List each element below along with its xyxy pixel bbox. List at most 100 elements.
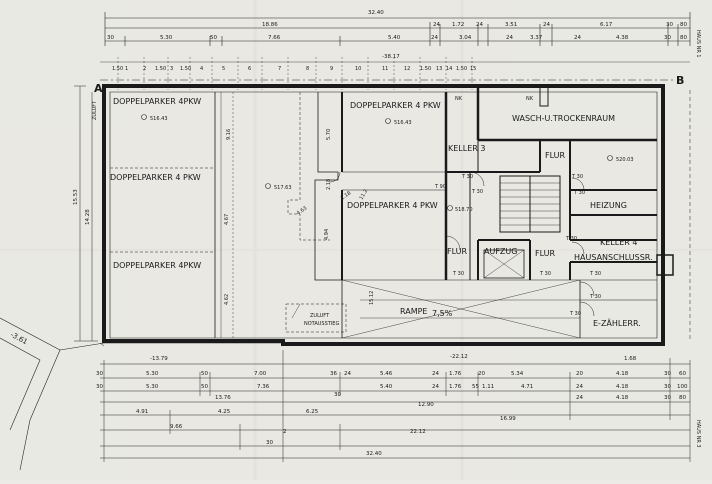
room-label-doppelparker-2: DOPPELPARKER 4 PKW — [350, 101, 441, 110]
room-label-heizung: HEIZUNG — [590, 201, 627, 210]
door-rating: T 30 — [539, 271, 551, 277]
grid-label: 1.50 — [180, 66, 191, 72]
dim-inner: 4.62 — [224, 294, 230, 305]
room-label-aufzug: AUFZUG — [484, 247, 517, 256]
elevation-marker — [141, 114, 147, 120]
dim-bottom-b2: 30 — [334, 392, 341, 398]
section-mark-a: A — [94, 82, 103, 95]
room-label-hausanschluss: HAUSANSCHLUSSR. — [574, 253, 653, 262]
dim-inner: 11.2 — [359, 188, 370, 201]
dim-bottom-b3: 80 — [679, 395, 686, 401]
dim-inner: 9.16 — [226, 129, 232, 140]
elevation-label: 518.70 — [455, 207, 473, 213]
grid-label: 1.50 — [112, 66, 123, 72]
dim-top-r2-i: 80 — [680, 22, 687, 28]
elevation-marker — [607, 155, 613, 161]
room-label-wasch-trockenraum: WASCH-U.TROCKENRAUM — [512, 114, 615, 123]
dim-bottom-b1: 1.76 — [449, 371, 462, 377]
dim-bottom-b1: 20 — [478, 371, 485, 377]
dim-top-r2-e: 3.51 — [505, 22, 517, 28]
dim-top-r3-f: 24 — [431, 35, 438, 41]
dim-top-r3-d: 7.66 — [268, 35, 281, 41]
door-rating: T 30 — [571, 174, 583, 180]
dim-top-r3-l: 30 — [664, 35, 671, 41]
dim-bottom-b1: 5.34 — [511, 371, 524, 377]
room-label-doppelparker-4: DOPPELPARKER 4 PKW — [347, 201, 438, 210]
elevation-label: 516.43 — [150, 116, 168, 122]
dim-top-r2-a: 18.86 — [262, 22, 278, 28]
elevator-shaft — [483, 249, 525, 279]
dim-bottom-b1: 24 — [432, 371, 439, 377]
grid-label: 14 — [446, 66, 452, 72]
room-label-keller-3: KELLER 3 — [448, 144, 485, 153]
grid-label: 1.50 — [456, 66, 467, 72]
elevation-label: 516.43 — [394, 120, 412, 126]
grid-label: 11 — [382, 66, 388, 72]
dim-bottom-b2: 1.11 — [482, 384, 494, 390]
door-rating: T 30 — [565, 236, 577, 242]
dim-bottom-right-span: -22.12 — [450, 354, 468, 360]
elevation-marker — [447, 205, 453, 211]
dim-bottom-b2: 1.76 — [449, 384, 462, 390]
elevation-spots: 516.43 516.43 517.63 518.70 520.03 — [141, 114, 634, 213]
grid-label: 13 — [436, 66, 442, 72]
dim-bottom-b1: 30 — [96, 371, 103, 377]
dim-inner: 4.63 — [296, 205, 309, 216]
notausstieg-box — [285, 303, 347, 333]
dim-bottom-b2: 7.36 — [257, 384, 270, 390]
dim-top-r3-a: 30 — [107, 35, 114, 41]
grid-label: 7 — [278, 66, 281, 72]
grid-label: 3 — [170, 66, 173, 72]
dim-bottom-b3: 13.76 — [215, 395, 231, 401]
dim-inner: 1.18 — [340, 190, 353, 201]
bottom-dimension-texts: -13.79 -22.12 1.68 30 5.30 50 7.00 36 24… — [96, 354, 688, 457]
label-left-zuluft: ZULUFT — [92, 100, 98, 120]
external-ramp-left — [0, 317, 61, 471]
door-rating: T 30 — [589, 294, 601, 300]
dim-bottom-b2: 30 — [96, 384, 103, 390]
service-block — [444, 85, 657, 338]
dim-left-1: 15.53 — [73, 189, 79, 205]
dim-bottom-b1: 20 — [576, 371, 583, 377]
room-label-flur-2: FLUR — [447, 247, 468, 256]
dim-top-r2-f: 24 — [543, 22, 550, 28]
dim-bottom-b1: 30 — [664, 371, 671, 377]
dim-bottom-b2: 5.30 — [146, 384, 159, 390]
grid-label: 4 — [200, 66, 203, 72]
label-haus-nr-3: HAUS NR 3 — [695, 420, 701, 448]
grid-label: 1.50 — [420, 66, 431, 72]
dim-inner: 4.94 — [324, 229, 330, 240]
dim-bottom-b2: 24 — [432, 384, 439, 390]
grid-label: 5 — [222, 66, 225, 72]
label-zuluft: ZULUFT — [310, 313, 330, 319]
door-rating: T 30 — [569, 311, 581, 317]
dim-bottom-b1: 24 — [344, 371, 351, 377]
dim-bottom-b2: 5.40 — [380, 384, 393, 390]
door-rating: T 30 — [589, 271, 601, 277]
door-rating: T 30 — [471, 189, 483, 195]
grid-label: 15 — [470, 66, 476, 72]
room-label-doppelparker-5: DOPPELPARKER 4PKW — [113, 261, 201, 270]
dim-bottom-b1: 36 — [330, 371, 337, 377]
dim-bottom-b3: 12.90 — [418, 402, 434, 408]
dim-bottom-b2: 24 — [576, 384, 583, 390]
dim-bottom-left-span: -13.79 — [150, 356, 168, 362]
grid-labels: 1.50 1 2 1.50 3 1.50 4 5 6 7 8 9 10 11 1… — [112, 66, 476, 72]
dim-bottom-b2: 4.71 — [521, 384, 533, 390]
grid-label: 2 — [143, 66, 146, 72]
dim-bottom-b0: 1.68 — [624, 356, 637, 362]
dim-bottom-b2: 55 — [472, 384, 479, 390]
elevation-marker — [385, 118, 391, 124]
door-rating: T 30 — [573, 190, 585, 196]
dim-top-r3-k: 4.38 — [616, 35, 629, 41]
dim-bottom-b3: 30 — [664, 395, 671, 401]
dim-bottom-b1: 60 — [679, 371, 686, 377]
dim-top-r3-e: 5.40 — [388, 35, 401, 41]
dim-top-r3-m: 80 — [680, 35, 687, 41]
door-swings — [329, 171, 595, 317]
dim-top-r3-c: 50 — [210, 35, 217, 41]
dim-inner: 2.18 — [326, 179, 332, 190]
dim-top-r3-j: 24 — [574, 35, 581, 41]
